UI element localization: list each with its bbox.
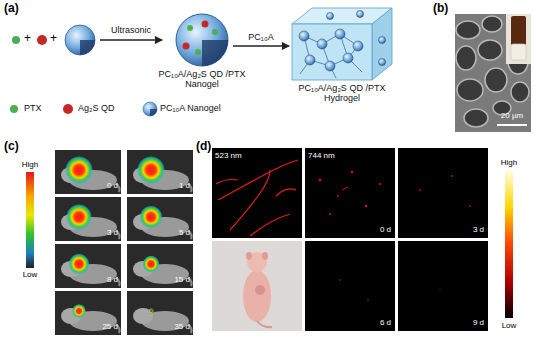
panel-letter: (b) xyxy=(433,2,448,16)
ptx-dot xyxy=(12,36,20,44)
empty-nanogel xyxy=(65,25,95,55)
edge-label: PC₁₀A xyxy=(247,32,274,42)
node-caption: PC₁₀A/Ag₂S QD /PTX Nanogel xyxy=(154,69,250,90)
day-label: 8 d xyxy=(107,275,118,284)
reaction-arrow xyxy=(233,45,289,46)
legend-swatch xyxy=(10,105,18,113)
node-caption: PC₁₀A/Ag₂S QD /PTX Hydrogel xyxy=(292,83,392,104)
mouse-images xyxy=(55,150,193,335)
qd-dot xyxy=(37,35,47,45)
plus-sign: + xyxy=(24,32,31,46)
panel-letter: (c) xyxy=(4,140,19,154)
hydrogel-cube xyxy=(292,8,392,80)
nanogel-legend-icon xyxy=(143,102,157,116)
colorbar-label: Low xyxy=(502,321,517,330)
vessel-images xyxy=(212,148,488,331)
colorbar xyxy=(26,172,34,268)
day-label: 35 d xyxy=(174,322,190,331)
colorbar-label: High xyxy=(22,160,38,169)
scale-label: 20 µm xyxy=(501,111,523,120)
day-label: 3 d xyxy=(473,225,484,234)
vial-inset xyxy=(506,14,531,64)
day-label: 15 d xyxy=(174,275,190,284)
day-label: 25 d xyxy=(102,322,118,331)
day-label: 0 d xyxy=(107,181,118,190)
process-label: Ultrasonic xyxy=(111,25,151,35)
legend-swatch xyxy=(63,104,73,114)
nude-mouse-photo xyxy=(243,252,272,327)
sem-image xyxy=(455,14,531,132)
day-label: 1 d xyxy=(179,181,190,190)
colorbar-label: High xyxy=(501,158,517,167)
colorbar-label: Low xyxy=(23,270,38,279)
day-label: 9 d xyxy=(473,318,484,327)
scale-bar xyxy=(497,124,527,126)
day-label: 6 d xyxy=(380,318,391,327)
wavelength-label: 744 nm xyxy=(308,151,335,160)
legend-text: Ag₂S QD xyxy=(78,103,115,113)
day-label: 3 d xyxy=(107,228,118,237)
panel-letter: (a) xyxy=(4,2,19,16)
wavelength-label: 523 nm xyxy=(215,151,242,160)
panel-letter: (d) xyxy=(196,140,211,154)
ultrasonic-arrow xyxy=(100,39,162,40)
legend-text: PTX xyxy=(24,103,42,113)
hydrogel-node: PC₁₀A/Ag₂S QD /PTX Hydrogel xyxy=(292,8,392,80)
nanogel-node: PC₁₀A/Ag₂S QD /PTX Nanogel xyxy=(174,14,230,66)
plus-sign: + xyxy=(50,32,57,46)
loaded-nanogel xyxy=(176,14,228,66)
day-label: 5 d xyxy=(179,228,190,237)
colorbar xyxy=(505,170,513,318)
day-label: 0 d xyxy=(380,225,391,234)
legend-text: PC₁₀A Nanogel xyxy=(160,103,221,113)
